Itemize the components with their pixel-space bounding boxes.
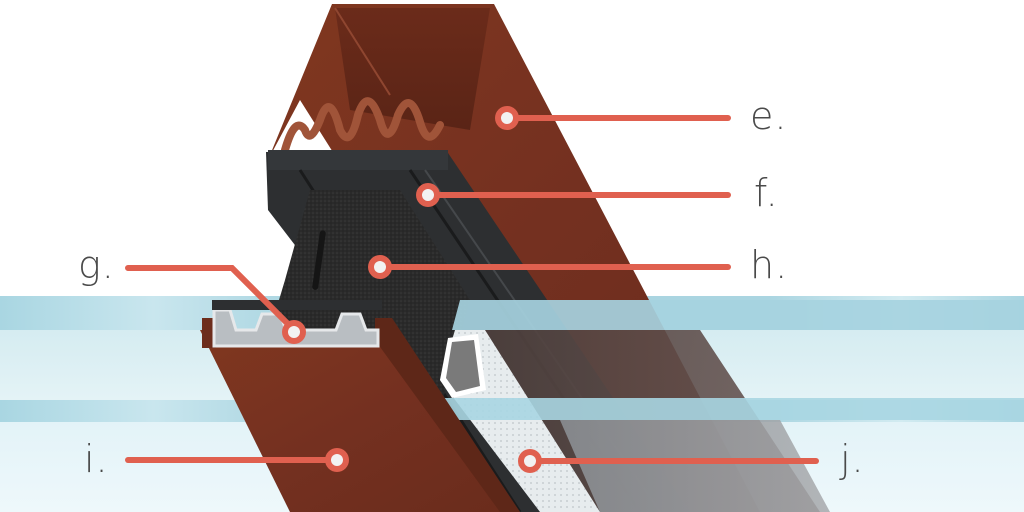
callout-label-h: h. xyxy=(750,243,789,287)
callout-label-e: e. xyxy=(750,94,788,138)
callout-markers xyxy=(282,106,542,473)
marker-g xyxy=(282,320,306,344)
callout-label-f: f. xyxy=(754,171,779,215)
marker-i xyxy=(325,448,349,472)
marker-e xyxy=(495,106,519,130)
callout-lines xyxy=(125,115,819,464)
callout-label-j: j. xyxy=(840,437,865,481)
callout-label-g: g. xyxy=(78,243,115,287)
marker-h xyxy=(368,255,392,279)
glazing-bead xyxy=(200,300,520,512)
marker-f xyxy=(416,183,440,207)
callout-label-i: i. xyxy=(84,437,109,481)
glass-spacer xyxy=(440,330,600,512)
marker-j xyxy=(518,449,542,473)
